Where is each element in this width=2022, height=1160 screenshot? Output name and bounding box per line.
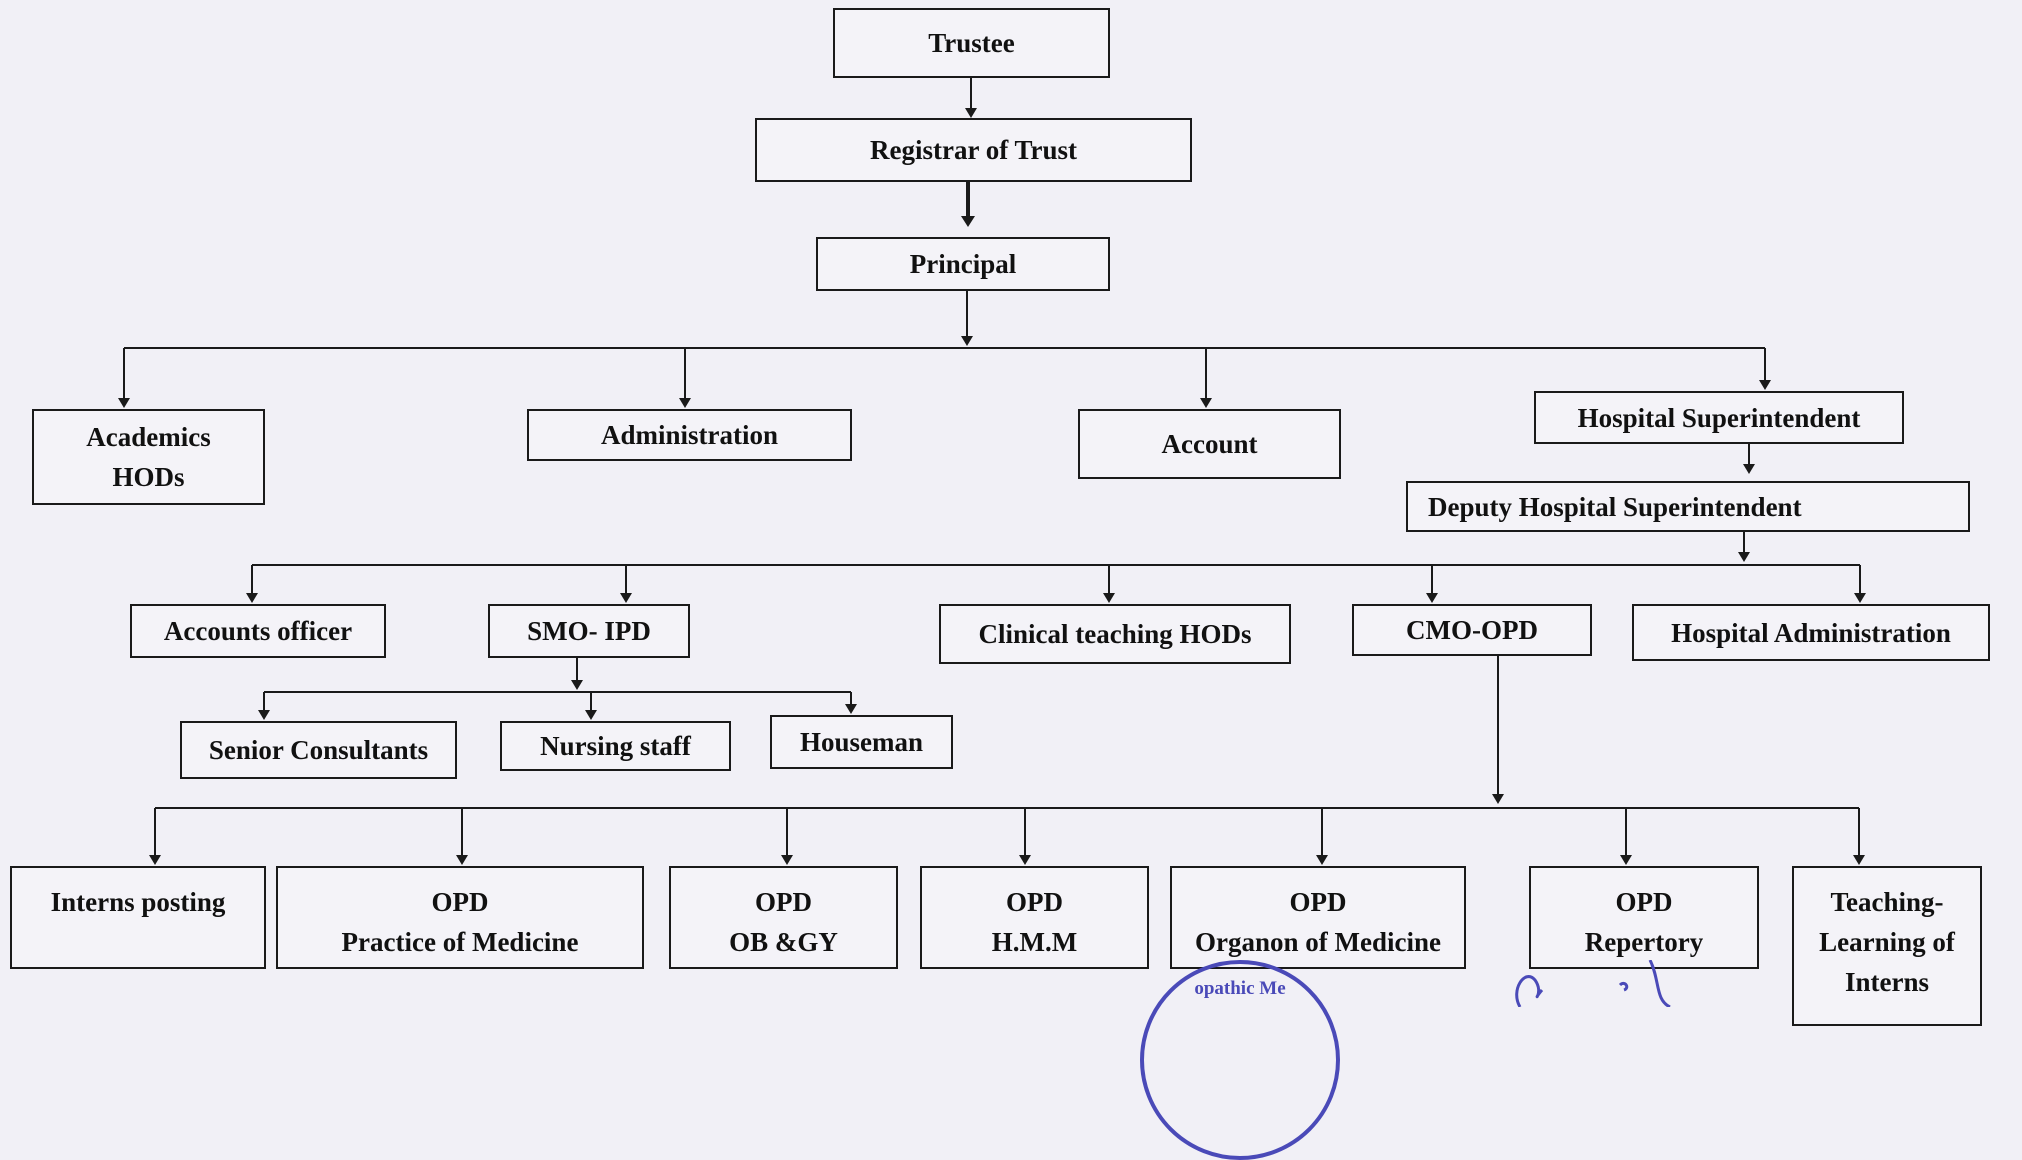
node-opd-repertory: OPD Repertory xyxy=(1529,866,1759,969)
node-cmo-opd: CMO-OPD xyxy=(1352,604,1592,656)
node-opd-repertory-line2: Repertory xyxy=(1584,927,1704,957)
node-houseman-label: Houseman xyxy=(799,727,924,757)
node-cmo-opd-label: CMO-OPD xyxy=(1406,615,1538,645)
signature xyxy=(1515,960,1671,1007)
node-interns-posting-label: Interns posting xyxy=(50,887,226,917)
node-opd-organon-of-medicine: OPD Organon of Medicine xyxy=(1170,866,1466,969)
node-teaching-line1: Teaching- xyxy=(1830,887,1944,917)
node-academics-hods: Academics HODs xyxy=(32,409,265,505)
node-opd-pom-line2: Practice of Medicine xyxy=(341,927,579,957)
node-academics-line1: Academics xyxy=(86,422,211,452)
node-hospital-administration-label: Hospital Administration xyxy=(1671,617,1951,648)
node-opd-ob-gy: OPD OB &GY xyxy=(669,866,898,969)
node-smo-ipd: SMO- IPD xyxy=(488,604,690,658)
node-trustee: Trustee xyxy=(833,8,1110,78)
stamp-text: opathic Me xyxy=(1194,978,1286,999)
node-opd-organon-line1: OPD xyxy=(1289,887,1347,917)
node-opd-pom-line1: OPD xyxy=(431,887,489,917)
node-teaching-line3: Interns xyxy=(1844,967,1929,997)
node-teaching-line2: Learning of xyxy=(1819,927,1955,957)
node-nursing-staff-label: Nursing staff xyxy=(540,731,691,761)
node-principal-label: Principal xyxy=(909,249,1017,279)
node-accounts-officer-label: Accounts officer xyxy=(163,616,353,646)
node-opd-organon-line2: Organon of Medicine xyxy=(1195,927,1441,957)
node-registrar-of-trust: Registrar of Trust xyxy=(755,118,1192,182)
node-accounts-officer: Accounts officer xyxy=(130,604,386,658)
node-academics-line2: HODs xyxy=(112,462,185,492)
node-opd-hmm-line1: OPD xyxy=(1006,887,1063,917)
node-account-label: Account xyxy=(1161,429,1258,459)
node-senior-consultants-label: Senior Consultants xyxy=(208,735,429,765)
node-opd-practice-of-medicine: OPD Practice of Medicine xyxy=(276,866,644,969)
org-chart-connectors xyxy=(118,78,1866,865)
node-senior-consultants: Senior Consultants xyxy=(180,721,457,779)
node-interns-posting: Interns posting xyxy=(10,866,266,969)
node-deputy-hospital-superintendent: Deputy Hospital Superintendent xyxy=(1406,481,1970,532)
node-hospital-superintendent: Hospital Superintendent xyxy=(1534,391,1904,444)
institution-stamp: opathic Me xyxy=(1140,960,1340,1160)
node-smo-ipd-label: SMO- IPD xyxy=(527,616,651,646)
node-registrar-label: Registrar of Trust xyxy=(870,135,1077,165)
node-houseman: Houseman xyxy=(770,715,953,769)
node-trustee-label: Trustee xyxy=(928,28,1015,58)
node-opd-obgy-line2: OB &GY xyxy=(729,927,838,957)
node-administration: Administration xyxy=(527,409,852,461)
node-opd-repertory-line1: OPD xyxy=(1615,887,1673,917)
node-nursing-staff: Nursing staff xyxy=(500,721,731,771)
node-opd-obgy-line1: OPD xyxy=(755,887,812,917)
node-administration-label: Administration xyxy=(600,420,779,450)
node-clinical-hods-label: Clinical teaching HODs xyxy=(978,619,1252,649)
node-principal: Principal xyxy=(816,237,1110,291)
node-hospital-superintendent-label: Hospital Superintendent xyxy=(1577,402,1861,433)
node-deputy-label: Deputy Hospital Superintendent xyxy=(1428,491,1802,522)
node-teaching-learning-of-interns: Teaching- Learning of Interns xyxy=(1792,866,1982,1026)
node-opd-hmm-line2: H.M.M xyxy=(991,927,1078,957)
node-opd-hmm: OPD H.M.M xyxy=(920,866,1149,969)
node-account: Account xyxy=(1078,409,1341,479)
node-clinical-teaching-hods: Clinical teaching HODs xyxy=(939,604,1291,664)
node-hospital-administration: Hospital Administration xyxy=(1632,604,1990,661)
